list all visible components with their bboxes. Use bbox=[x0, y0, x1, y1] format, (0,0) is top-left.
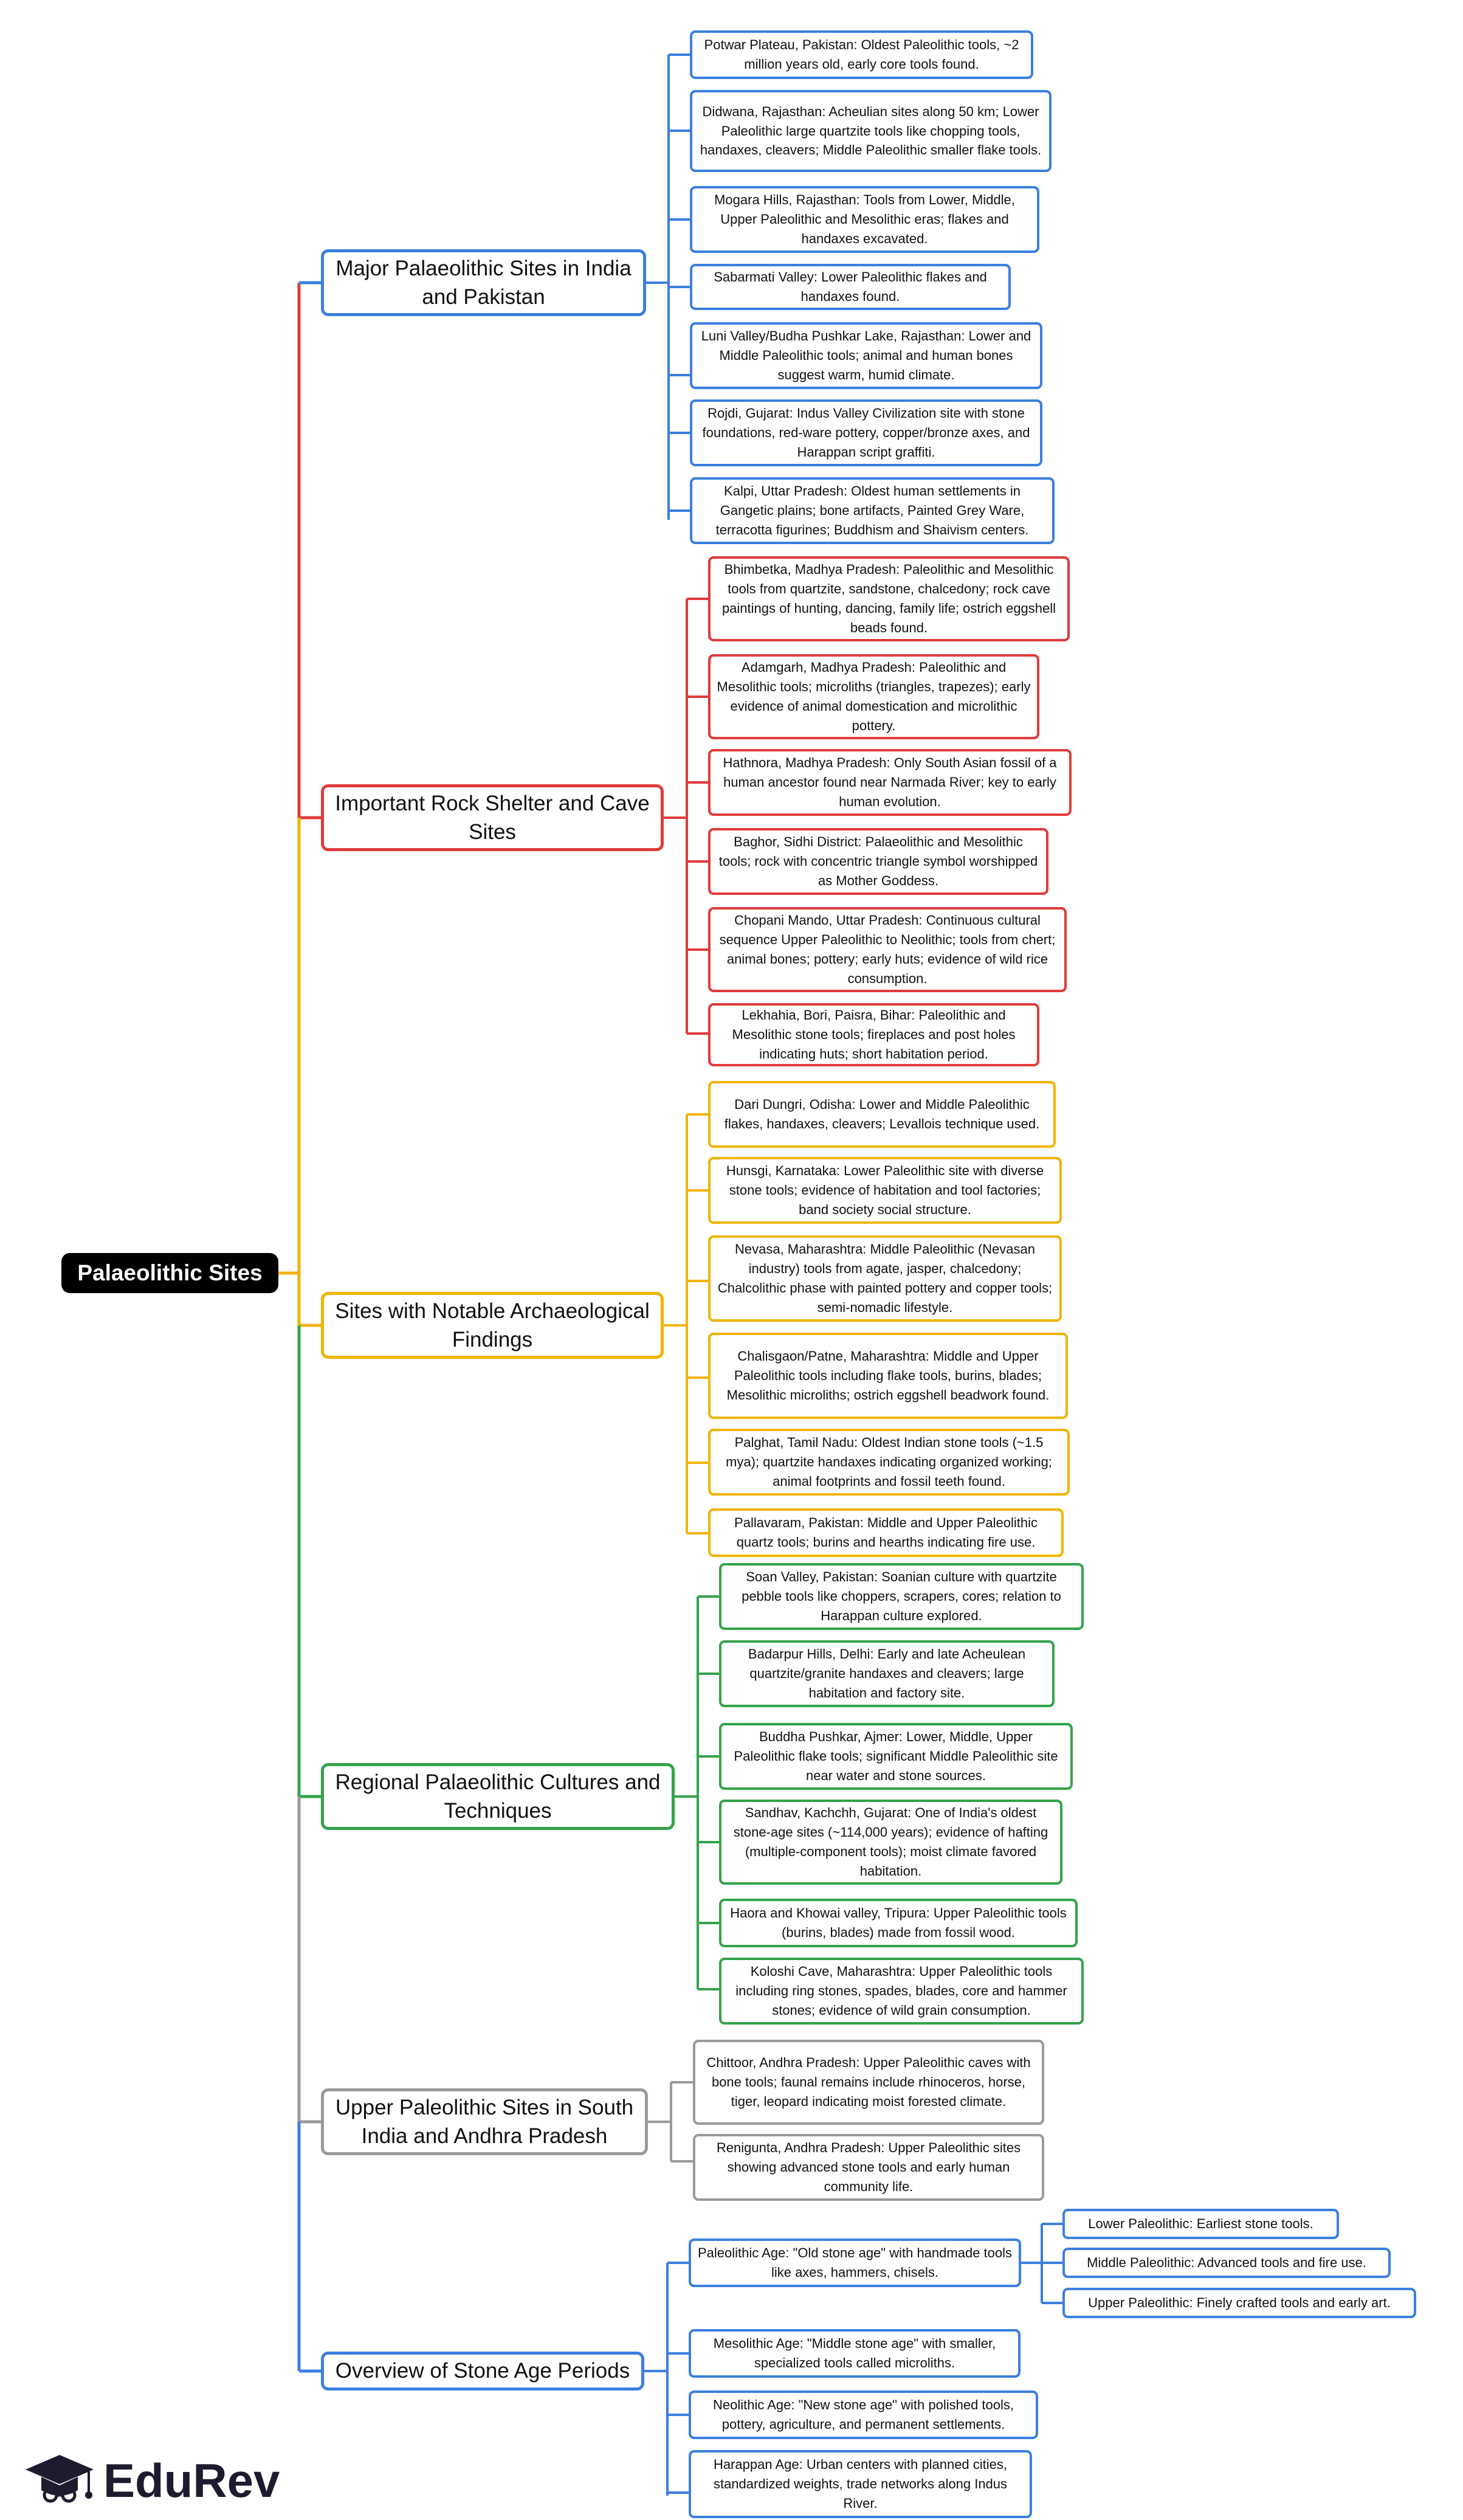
root-node: Palaeolithic Sites bbox=[61, 1253, 278, 1293]
leaf-dari-dungri: Dari Dungri, Odisha: Lower and Middle Pa… bbox=[708, 1081, 1056, 1148]
leaf-nevasa: Nevasa, Maharashtra: Middle Paleolithic … bbox=[708, 1235, 1062, 1322]
leaf-baghor: Baghor, Sidhi District: Palaeolithic and… bbox=[708, 828, 1048, 895]
leaf-sabarmati-valley: Sabarmati Valley: Lower Paleolithic flak… bbox=[690, 264, 1011, 310]
brand-name: EduRev bbox=[103, 2453, 280, 2507]
category-regional-cultures: Regional Palaeolithic Cultures and Techn… bbox=[321, 1763, 675, 1830]
leaf-sandhav: Sandhav, Kachchh, Gujarat: One of India'… bbox=[719, 1800, 1062, 1885]
leaf-chopani-mando: Chopani Mando, Uttar Pradesh: Continuous… bbox=[708, 907, 1067, 992]
leaf-palghat: Palghat, Tamil Nadu: Oldest Indian stone… bbox=[708, 1429, 1070, 1496]
leaf-neolithic-age: Neolithic Age: "New stone age" with poli… bbox=[689, 2391, 1038, 2439]
leaf-kalpi: Kalpi, Uttar Pradesh: Oldest human settl… bbox=[690, 477, 1055, 544]
leaf-pallavaram: Pallavaram, Pakistan: Middle and Upper P… bbox=[708, 1508, 1064, 1557]
leaf-mesolithic-age: Mesolithic Age: "Middle stone age" with … bbox=[689, 2329, 1021, 2378]
leaf-didwana: Didwana, Rajasthan: Acheulian sites alon… bbox=[690, 90, 1052, 172]
category-major-sites: Major Palaeolithic Sites in India and Pa… bbox=[321, 249, 646, 316]
leaf-koloshi-cave: Koloshi Cave, Maharashtra: Upper Paleoli… bbox=[719, 1958, 1084, 2025]
leaf-bhimbetka: Bhimbetka, Madhya Pradesh: Paleolithic a… bbox=[708, 556, 1070, 641]
category-notable-findings: Sites with Notable Archaeological Findin… bbox=[321, 1292, 664, 1359]
leaf-adamgarh: Adamgarh, Madhya Pradesh: Paleolithic an… bbox=[708, 654, 1039, 739]
leaf-haora-khowai: Haora and Khowai valley, Tripura: Upper … bbox=[719, 1899, 1078, 1947]
leaf-luni-valley: Luni Valley/Budha Pushkar Lake, Rajastha… bbox=[690, 322, 1042, 389]
leaf-chalisgaon-patne: Chalisgaon/Patne, Maharashtra: Middle an… bbox=[708, 1333, 1068, 1419]
leaf-hunsgi: Hunsgi, Karnataka: Lower Paleolithic sit… bbox=[708, 1157, 1062, 1224]
leaf-lekhahia: Lekhahia, Bori, Paisra, Bihar: Paleolith… bbox=[708, 1003, 1039, 1066]
leaf-middle-paleolithic: Middle Paleolithic: Advanced tools and f… bbox=[1062, 2248, 1391, 2278]
leaf-harappan-age: Harappan Age: Urban centers with planned… bbox=[689, 2450, 1032, 2518]
leaf-potwar-plateau: Potwar Plateau, Pakistan: Oldest Paleoli… bbox=[690, 30, 1033, 79]
brand-logo: EduRev bbox=[23, 2450, 280, 2511]
leaf-mogara-hills: Mogara Hills, Rajasthan: Tools from Lowe… bbox=[690, 186, 1039, 253]
leaf-paleolithic-age: Paleolithic Age: "Old stone age" with ha… bbox=[689, 2239, 1021, 2287]
leaf-renigunta: Renigunta, Andhra Pradesh: Upper Paleoli… bbox=[693, 2134, 1044, 2201]
leaf-buddha-pushkar: Buddha Pushkar, Ajmer: Lower, Middle, Up… bbox=[719, 1723, 1073, 1790]
leaf-badarpur-hills: Badarpur Hills, Delhi: Early and late Ac… bbox=[719, 1640, 1055, 1707]
graduation-cap-icon bbox=[26, 2455, 94, 2503]
leaf-hathnora: Hathnora, Madhya Pradesh: Only South Asi… bbox=[708, 749, 1072, 816]
leaf-lower-paleolithic: Lower Paleolithic: Earliest stone tools. bbox=[1062, 2209, 1339, 2239]
category-upper-paleolithic-south: Upper Paleolithic Sites in South India a… bbox=[321, 2088, 648, 2155]
leaf-soan-valley: Soan Valley, Pakistan: Soanian culture w… bbox=[719, 1563, 1084, 1630]
leaf-upper-paleolithic: Upper Paleolithic: Finely crafted tools … bbox=[1062, 2288, 1416, 2318]
category-stone-age-overview: Overview of Stone Age Periods bbox=[321, 2352, 644, 2391]
leaf-rojdi: Rojdi, Gujarat: Indus Valley Civilizatio… bbox=[690, 399, 1042, 466]
leaf-chittoor: Chittoor, Andhra Pradesh: Upper Paleolit… bbox=[693, 2040, 1044, 2125]
category-rock-shelter-sites: Important Rock Shelter and Cave Sites bbox=[321, 784, 664, 851]
